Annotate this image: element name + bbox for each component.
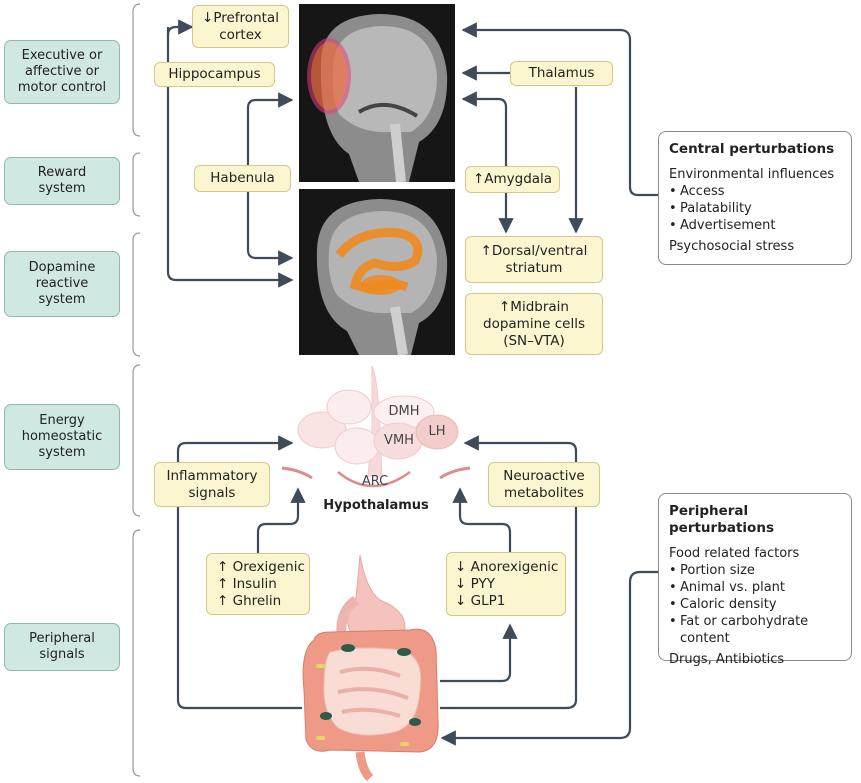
drugs-antibiotics: Drugs, Antibiotics [669,652,785,667]
nucleus-vmh: VMH [384,433,414,448]
label-energy-homeostatic: Energy homeostatic system [4,404,120,470]
label-reward-system: Reward system [4,157,120,205]
region-thalamus: Thalamus [510,61,613,86]
orexigenic-signals: ↑ Orexigenic ↑ Insulin ↑ Ghrelin [206,553,310,615]
peripheral-item-fat-carbohydrate: Fat or carbohydrate content [669,613,841,647]
region-midbrain-dopamine: ↑Midbrain dopamine cells (SN–VTA) [465,293,603,355]
label-executive-control: Executive or affective or motor control [4,40,120,104]
region-habenula: Habenula [194,165,291,192]
central-list: Access Palatability Advertisement [669,183,841,234]
neuroactive-metabolites: Neuroactive metabolites [488,462,600,507]
peripheral-item-caloric-density: Caloric density [669,596,841,613]
central-perturbations-title: Central perturbations [669,141,835,157]
region-amygdala: ↑Amygdala [465,166,560,193]
nucleus-dmh: DMH [388,404,420,419]
peripheral-perturbations-panel: Peripheral perturbations Food related fa… [658,493,852,667]
peripheral-list: Portion size Animal vs. plant Caloric de… [669,562,841,647]
brain-mri-top [299,4,455,182]
arrows [166,19,658,746]
central-item-advertisement: Advertisement [669,217,841,234]
gut-drawing [302,554,439,782]
environmental-influences: Environmental influences [669,167,835,182]
food-related-factors: Food related factors [669,546,800,561]
label-dopamine-reactive: Dopamine reactive system [4,251,120,317]
hypothalamus-title: Hypothalamus [323,498,429,513]
hypothalamus-drawing [281,365,471,488]
region-prefrontal-cortex: ↓Prefrontal cortex [192,5,289,48]
peripheral-item-portion-size: Portion size [669,562,841,579]
region-striatum: ↑Dorsal/ventral striatum [465,236,603,283]
central-item-palatability: Palatability [669,200,841,217]
brain-mri-bottom [299,189,455,355]
anorexigenic-signals: ↓ Anorexigenic ↓ PYY ↓ GLP1 [446,552,566,616]
inflammatory-signals: Inflammatory signals [154,462,270,507]
left-brackets [132,3,141,777]
nucleus-lh: LH [428,424,446,439]
nucleus-arc: ARC [361,474,389,489]
psychosocial-stress: Psychosocial stress [669,239,795,254]
peripheral-perturbations-title: Peripheral perturbations [669,503,774,536]
central-item-access: Access [669,183,841,200]
label-peripheral-signals: Peripheral signals [4,623,120,671]
central-perturbations-panel: Central perturbations Environmental infl… [658,131,852,265]
region-hippocampus: Hippocampus [154,62,275,87]
peripheral-item-animal-vs-plant: Animal vs. plant [669,579,841,596]
